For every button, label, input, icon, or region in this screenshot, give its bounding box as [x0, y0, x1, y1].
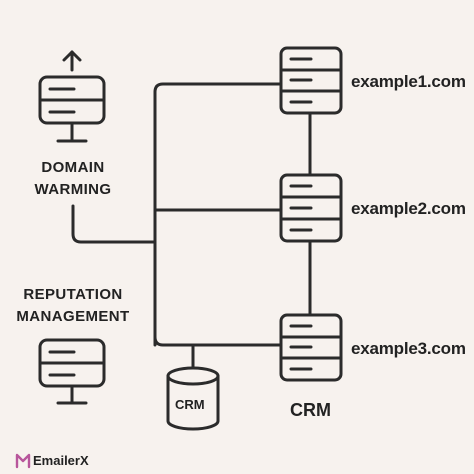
server-2-icon [279, 173, 343, 243]
brand-logo-icon [15, 453, 31, 469]
crm-database-label: CRM [175, 397, 205, 412]
server-1-icon [279, 46, 343, 115]
upload-arrow-icon [62, 50, 82, 72]
link-to-server-3 [153, 335, 283, 347]
server-2-hostname: example2.com [351, 199, 466, 218]
connector-lines [71, 82, 312, 370]
link-to-server-1 [153, 82, 283, 94]
brand-name: EmailerX [33, 453, 89, 468]
server-3-icon [279, 313, 343, 382]
link-domain-warming [71, 204, 157, 244]
domain-warming-label: DOMAIN WARMING [18, 157, 128, 201]
domain-warming-monitor-icon [38, 75, 106, 143]
reputation-line-2: MANAGEMENT [16, 308, 130, 325]
domain-warming-line-2: WARMING [34, 181, 112, 198]
reputation-line-1: REPUTATION [23, 286, 123, 303]
crm-database-icon [166, 366, 220, 431]
server-1-hostname: example1.com [351, 72, 466, 91]
brand-name-text: EmailerX [33, 453, 89, 468]
reputation-monitor-icon [38, 338, 106, 405]
server-3-hostname: example3.com [351, 339, 466, 358]
crm-server-label: CRM [290, 400, 331, 420]
reputation-management-label: REPUTATION MANAGEMENT [6, 284, 140, 328]
domain-warming-line-1: DOMAIN [41, 159, 105, 176]
